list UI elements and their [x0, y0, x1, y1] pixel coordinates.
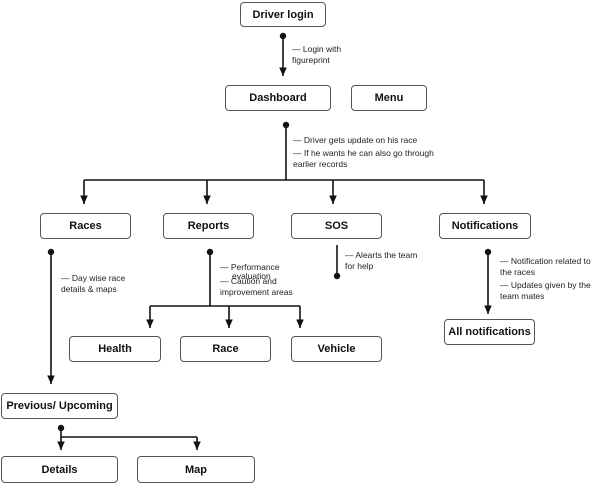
node-health: Health — [69, 336, 161, 362]
note-dashboard: — Driver gets update on his race — If he… — [293, 135, 434, 170]
note-login: — Login with figureprint — [292, 44, 341, 66]
node-map: Map — [137, 456, 255, 483]
note-line: — Alearts the team — [345, 250, 418, 260]
dot-previous-upcoming — [57, 424, 65, 432]
note-line: — Caution and — [220, 276, 277, 286]
note-sos: — Alearts the team for help — [345, 250, 417, 272]
note-line: — Updates given by the — [500, 280, 591, 290]
note-line: earlier records — [293, 159, 348, 169]
note-line: details & maps — [61, 284, 117, 294]
node-all-notifications: All notifications — [444, 319, 535, 345]
note-line: — If he wants he can also go through — [293, 148, 434, 158]
node-races: Races — [40, 213, 131, 239]
node-notifications: Notifications — [439, 213, 531, 239]
note-line: — Login with — [292, 44, 342, 54]
dot-races — [47, 248, 55, 256]
note-line: — Notification related to — [500, 256, 591, 266]
dot-notifications — [484, 248, 492, 256]
note-line: improvement areas — [220, 287, 293, 297]
note-line: evaluation — [232, 271, 271, 281]
note-line: the races — [500, 267, 535, 277]
note-reports: — Performance evaluation — Caution and i… — [220, 262, 293, 298]
note-races: — Day wise race details & maps — [61, 273, 125, 295]
node-previous-upcoming: Previous/ Upcoming — [1, 393, 118, 419]
dot-sos — [333, 272, 341, 280]
node-reports: Reports — [163, 213, 254, 239]
note-notifications: — Notification related to the races — Up… — [500, 256, 591, 302]
note-line: team mates — [500, 291, 545, 301]
node-driver-login: Driver login — [240, 2, 326, 27]
dot-login — [279, 32, 287, 40]
note-line: — Performance — [220, 262, 280, 272]
node-details: Details — [1, 456, 118, 483]
node-dashboard: Dashboard — [225, 85, 331, 111]
node-race: Race — [180, 336, 271, 362]
note-line: figureprint — [292, 55, 330, 65]
dot-dashboard — [282, 121, 290, 129]
node-vehicle: Vehicle — [291, 336, 382, 362]
node-sos: SOS — [291, 213, 382, 239]
note-line: for help — [345, 261, 374, 271]
note-line: — Day wise race — [61, 273, 126, 283]
note-line: — Driver gets update on his race — [293, 135, 418, 145]
dot-reports — [206, 248, 214, 256]
node-menu: Menu — [351, 85, 427, 111]
